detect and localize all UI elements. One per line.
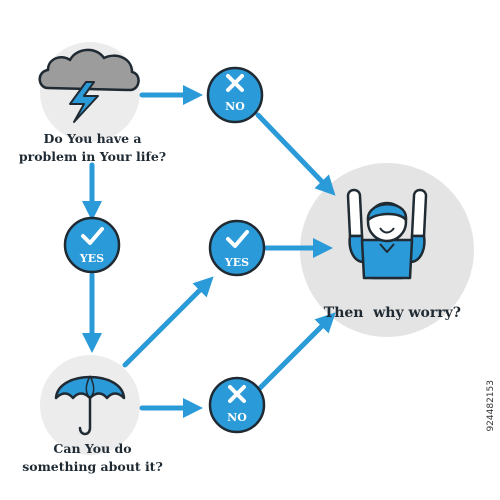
arrows (82, 85, 336, 418)
question-action: Can You do something about it? (10, 440, 175, 476)
question-problem: Do You have a problem in Your life? (10, 130, 175, 166)
arrow-no-to-result-bottom (255, 312, 336, 393)
node-yes-middle: YES (208, 219, 266, 277)
storm-cloud-lightning-icon (38, 48, 140, 123)
check-icon (226, 230, 249, 248)
umbrella-icon (54, 375, 126, 436)
question-problem-line2: problem in Your life? (18, 149, 167, 164)
question-problem-line1: Do You have a (43, 131, 142, 146)
happy-person-arms-up-icon (346, 188, 428, 280)
node-no-top: NO (206, 66, 264, 124)
node-yes-middle-label: YES (224, 256, 249, 269)
conclusion-label: Then why worry? (305, 286, 470, 322)
question-action-line2: something about it? (22, 459, 163, 474)
stock-id: 924482153 (486, 380, 496, 432)
arrow-no-to-result (255, 112, 336, 196)
arrow-action-to-yes (122, 276, 214, 368)
x-icon (226, 74, 244, 92)
node-yes-left-label: YES (79, 252, 104, 265)
node-yes-left: YES (63, 216, 121, 274)
conclusion-text: Then why worry? (323, 305, 461, 321)
question-action-line1: Can You do (53, 441, 132, 456)
node-no-bottom-label: NO (227, 411, 247, 424)
check-icon (81, 227, 104, 245)
x-icon (228, 385, 246, 403)
node-no-top-label: NO (225, 100, 245, 113)
node-no-bottom: NO (208, 376, 266, 434)
